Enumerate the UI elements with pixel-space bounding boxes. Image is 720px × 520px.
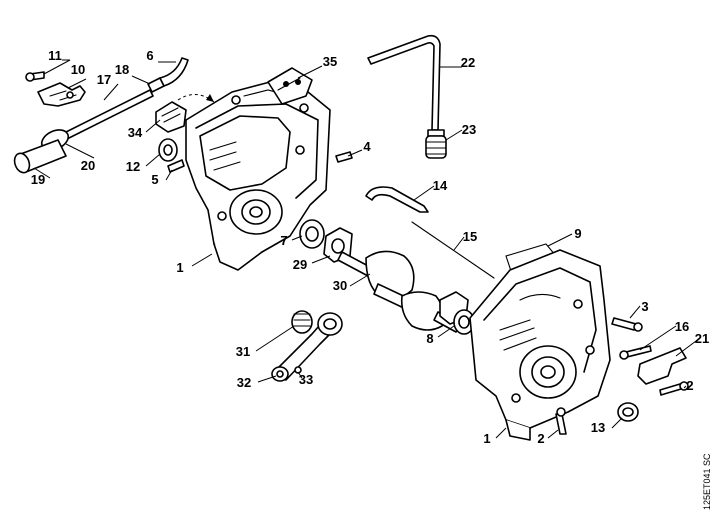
seal-13: [617, 402, 639, 422]
impulse-hose-14: [365, 186, 429, 213]
callout-c21: 21: [695, 331, 709, 346]
callout-c2a: 2: [686, 378, 693, 393]
pin-5: [167, 159, 185, 173]
crankcase-half-right-1: [469, 249, 611, 441]
callout-c4: 4: [363, 139, 371, 154]
callout-c10: 10: [71, 62, 85, 77]
fuel-hose-22: [367, 34, 441, 131]
leader-lines: [33, 59, 701, 439]
callout-c13: 13: [591, 420, 605, 435]
needle-cage-31: [291, 310, 313, 334]
callout-c9: 9: [574, 226, 581, 241]
drawing-code: 125ET041 SC: [702, 453, 712, 510]
callout-c22: 22: [461, 55, 475, 70]
callout-c6: 6: [146, 48, 153, 63]
callout-c35: 35: [323, 54, 337, 69]
callout-c34: 34: [128, 125, 143, 140]
callout-c17: 17: [97, 72, 111, 87]
callout-c20: 20: [81, 158, 95, 173]
callout-c30: 30: [333, 278, 347, 293]
screw-2-right: [659, 381, 689, 396]
callout-c19: 19: [31, 172, 45, 187]
screw-3: [611, 317, 643, 332]
callout-c31: 31: [236, 344, 250, 359]
knob-19: [13, 139, 67, 174]
connecting-rod-32: [271, 312, 343, 382]
pin-4: [335, 151, 353, 163]
gasket-34: [155, 94, 215, 133]
callout-c1b: 1: [483, 431, 490, 446]
callout-c3: 3: [641, 299, 648, 314]
screw-2-bottom: [555, 407, 567, 435]
fuel-filter-23: [425, 129, 447, 159]
callout-c29: 29: [293, 257, 307, 272]
screw-11: [25, 71, 45, 82]
callout-c23: 23: [462, 122, 476, 137]
callout-c5: 5: [151, 172, 158, 187]
callout-c8: 8: [426, 331, 433, 346]
callout-c1a: 1: [176, 260, 183, 275]
callout-c15: 15: [463, 229, 477, 244]
callout-c12: 12: [126, 159, 140, 174]
bearing-7: [299, 219, 325, 249]
bracket-10: [37, 82, 86, 107]
snap-ring-33: [294, 366, 302, 374]
seal-12: [158, 138, 178, 162]
callout-c14: 14: [433, 178, 448, 193]
wire-15: [411, 221, 495, 279]
callout-c18: 18: [115, 62, 129, 77]
callout-c11: 11: [48, 48, 62, 63]
callout-c7: 7: [280, 233, 287, 248]
screw-16: [619, 345, 652, 360]
hose-6: [159, 57, 189, 87]
callout-c2b: 2: [537, 431, 544, 446]
callout-c32: 32: [237, 375, 251, 390]
bearing-8: [439, 291, 475, 335]
callout-c33: 33: [299, 372, 313, 387]
crankshaft-30: [337, 250, 461, 333]
callout-c16: 16: [675, 319, 689, 334]
bracket-21: [637, 347, 687, 385]
